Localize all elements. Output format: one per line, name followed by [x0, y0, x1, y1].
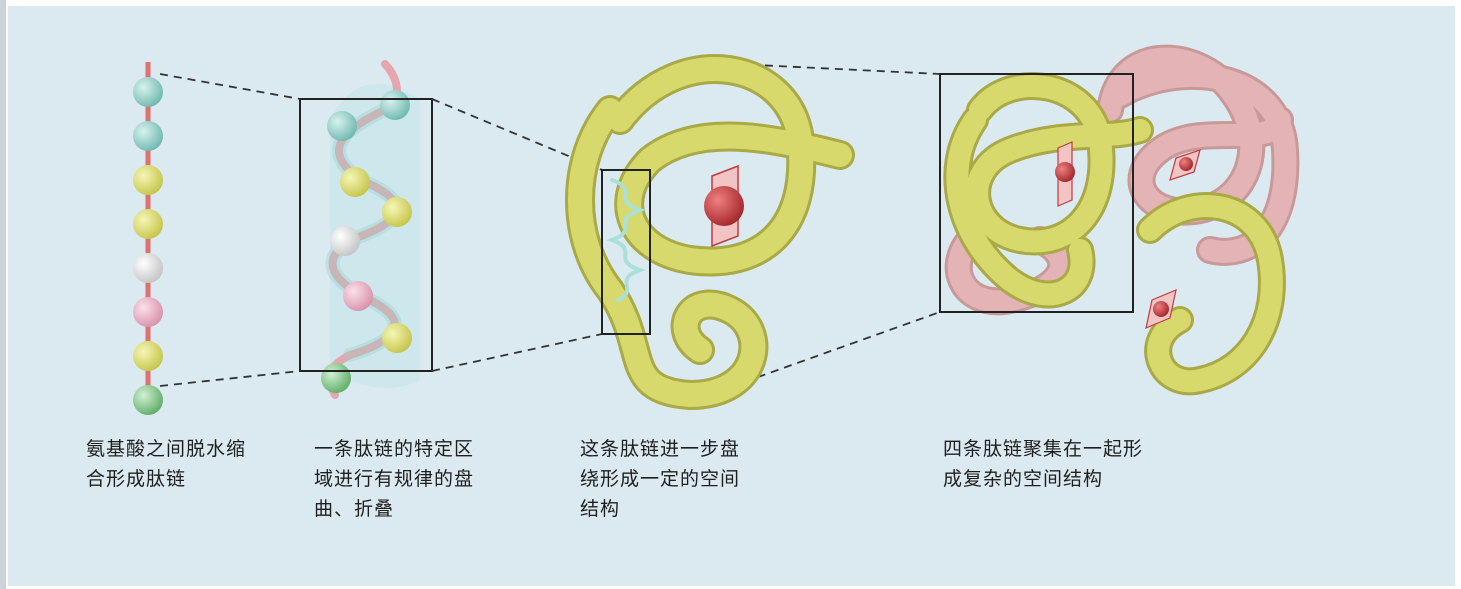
amino-acid-bead: [133, 253, 163, 283]
caption-helix-folding: 一条肽链的特定区 域进行有规律的盘 曲、折叠: [314, 438, 475, 520]
amino-acid-chain: [133, 62, 163, 415]
zoom-connectors: [159, 61, 941, 397]
tertiary-highlight-box: [601, 169, 651, 335]
quaternary-structure: [939, 44, 1300, 396]
amino-acid-bead: [133, 385, 163, 415]
amino-acid-bead: [133, 297, 163, 327]
amino-acid-bead: [133, 341, 163, 371]
caption-peptide-chain: 氨基酸之间脱水缩 合形成肽链: [86, 438, 247, 490]
amino-acid-bead: [133, 209, 163, 239]
caption-tertiary-structure: 这条肽链进一步盘 绕形成一定的空间 结构: [580, 438, 741, 520]
amino-acid-bead: [133, 77, 163, 107]
amino-acid-bead: [133, 165, 163, 195]
helix-highlight-box: [299, 98, 433, 372]
tertiary-structure: [565, 54, 855, 411]
page-edge: [0, 0, 6, 589]
amino-acid-bead: [133, 121, 163, 151]
caption-quaternary-structure: 四条肽链聚集在一起形 成复杂的空间结构: [943, 438, 1144, 490]
alpha-helix: [299, 60, 433, 399]
quaternary-highlight-box: [939, 73, 1134, 313]
